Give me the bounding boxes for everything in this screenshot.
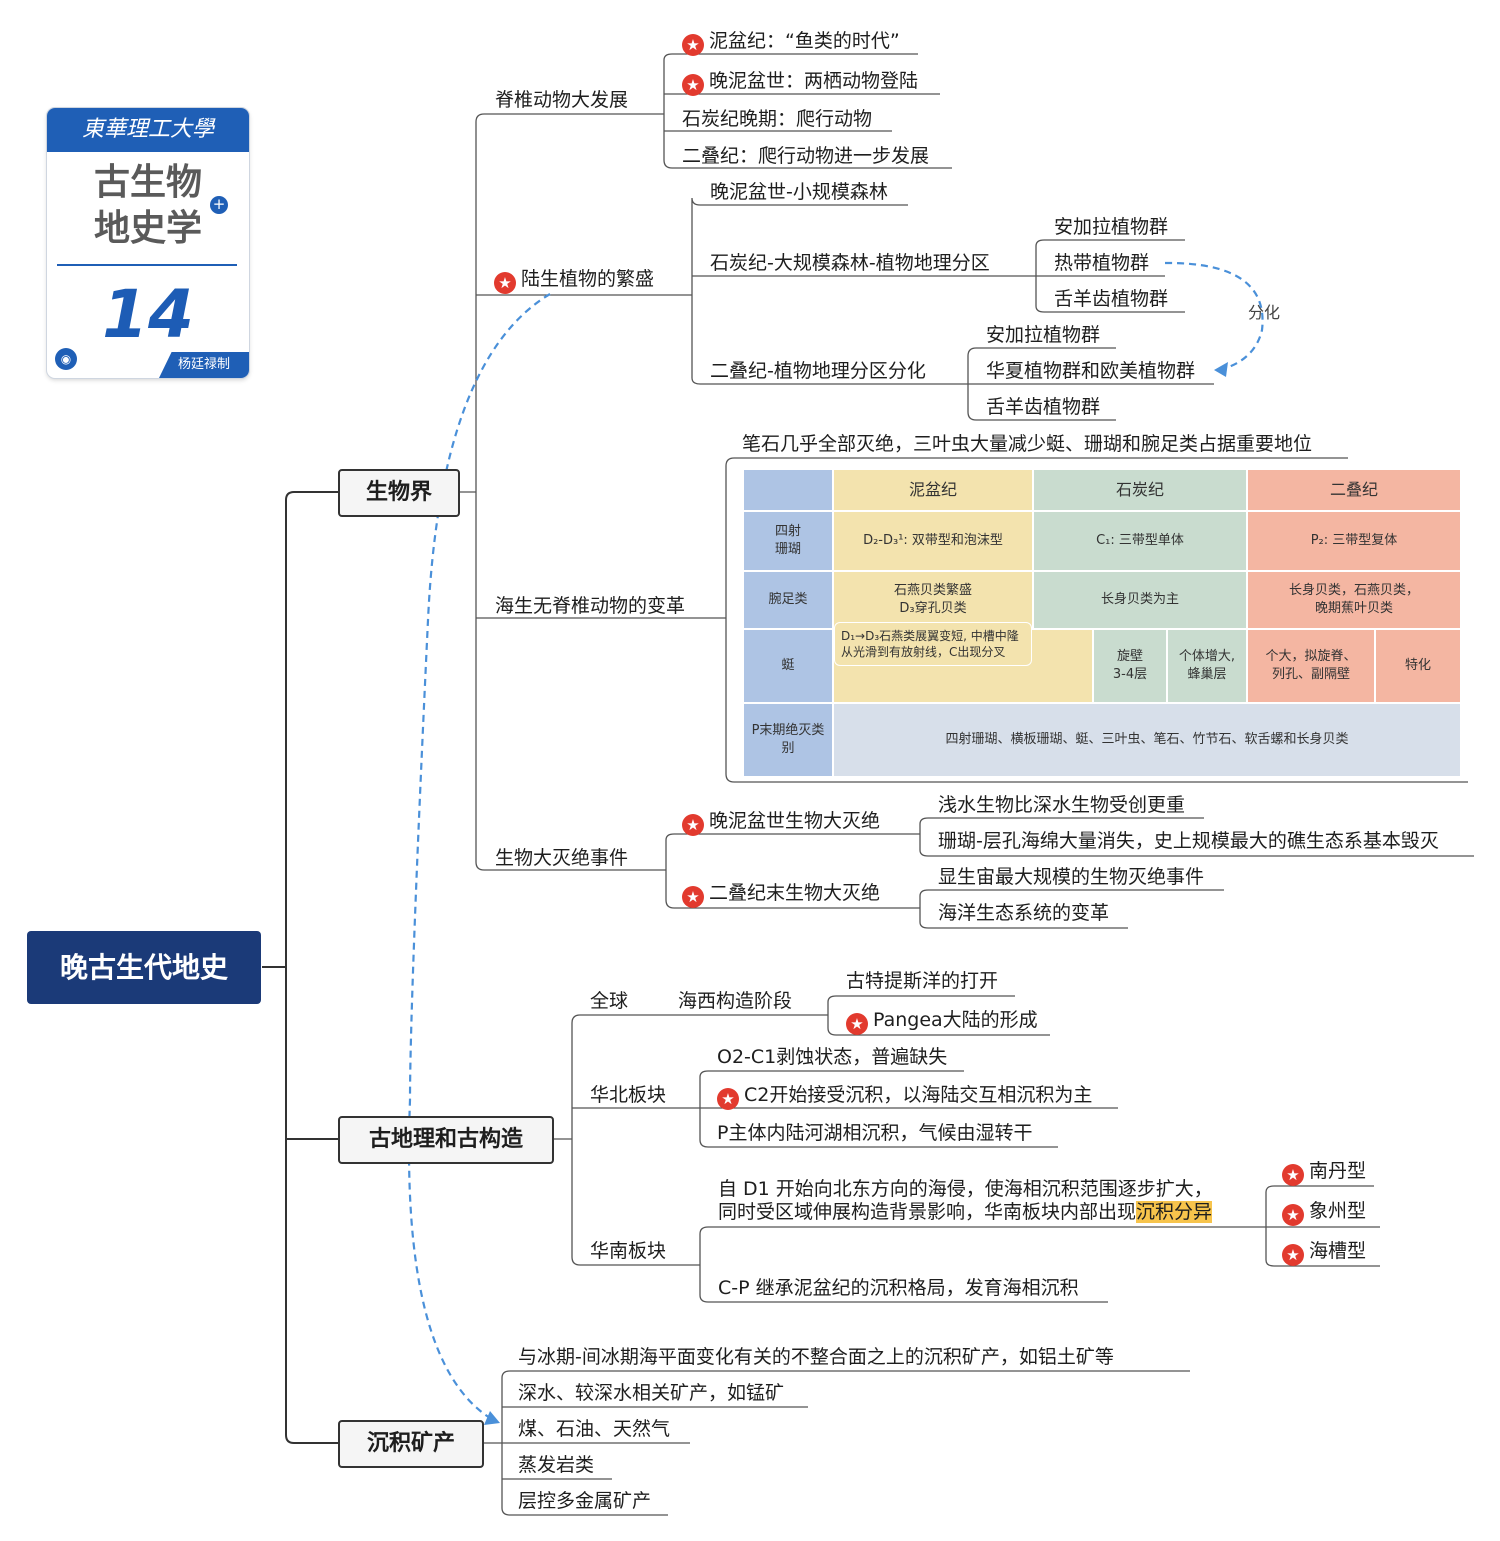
- extinction-devonian-sub-1[interactable]: 浅水生物比深水生物受创更重: [938, 794, 1186, 816]
- highlight-sediment-differentiation: 沉积分异: [1136, 1201, 1213, 1223]
- table-row-label-fusulinid: 蜓: [744, 630, 832, 702]
- extinction-permian[interactable]: ★二叠纪末生物大灭绝: [682, 881, 880, 908]
- star-icon: ★: [682, 74, 704, 96]
- star-icon: ★: [682, 34, 704, 56]
- topic-extinction[interactable]: 生物大灭绝事件: [495, 847, 629, 869]
- star-icon: ★: [846, 1013, 868, 1035]
- fossil-table: 泥盆纪 石炭纪 二叠纪 四射 珊瑚 D₂-D₃¹: 双带型和泡沫型 C₁: 三带…: [740, 468, 1460, 778]
- plus-icon: +: [210, 196, 228, 214]
- node-biology[interactable]: 生物界: [338, 469, 460, 517]
- topic-south-china[interactable]: 华南板块: [590, 1240, 667, 1262]
- plants-item-2-sub-3[interactable]: 舌羊齿植物群: [1054, 288, 1169, 310]
- north-item-1[interactable]: O2-C1剥蚀状态，普遍缺失: [717, 1046, 948, 1068]
- table-row-label-rugosa: 四射 珊瑚: [744, 512, 832, 570]
- table-header-carboniferous: 石炭纪: [1034, 470, 1246, 510]
- table-cell: 四射珊瑚、横板珊瑚、蜓、三叶虫、笔石、竹节石、软舌螺和长身贝类: [834, 704, 1460, 776]
- plants-item-3-sub-3[interactable]: 舌羊齿植物群: [986, 396, 1101, 418]
- university-name: 東華理工大學: [47, 108, 249, 152]
- north-item-3[interactable]: P主体内陆河湖相沉积，气候由湿转干: [717, 1122, 1033, 1144]
- plants-item-1[interactable]: 晚泥盆世-小规模森林: [710, 181, 888, 203]
- table-cell: 长身贝类为主: [1034, 572, 1246, 628]
- star-icon: ★: [717, 1088, 739, 1110]
- star-icon: ★: [1282, 1164, 1304, 1186]
- extinction-devonian[interactable]: ★晚泥盆世生物大灭绝: [682, 809, 880, 836]
- south-type-nandan[interactable]: ★南丹型: [1282, 1159, 1366, 1186]
- mineral-item-4[interactable]: 蒸发岩类: [518, 1454, 595, 1476]
- star-icon: ★: [682, 814, 704, 836]
- table-corner: [744, 470, 832, 510]
- south-text-line-2[interactable]: 同时受区域伸展构造背景影响，华南板块内部出现沉积分异: [718, 1201, 1213, 1223]
- author-label: 杨廷禄制: [159, 352, 249, 378]
- extinction-permian-sub-2[interactable]: 海洋生态系统的变革: [938, 902, 1110, 924]
- star-icon: ★: [682, 886, 704, 908]
- mineral-item-1[interactable]: 与冰期-间冰期海平面变化有关的不整合面之上的沉积矿产，如铝土矿等: [518, 1346, 1114, 1368]
- vert-item-4[interactable]: 二叠纪：爬行动物进一步发展: [682, 145, 930, 167]
- topic-north-china[interactable]: 华北板块: [590, 1084, 667, 1106]
- table-cell: 个大，拟旋脊、 列孔、副隔壁: [1248, 630, 1374, 702]
- root-label: 晚古生代地史: [59, 951, 228, 984]
- chapter-number: 14: [102, 276, 194, 353]
- root-node[interactable]: 晚古生代地史: [27, 931, 261, 1004]
- table-row-label-extinct: P末期绝灭类 别: [744, 704, 832, 776]
- north-item-2[interactable]: ★C2开始接受沉积，以海陆交互相沉积为主: [717, 1083, 1092, 1110]
- cover-card: 東華理工大學 古生物 地史学 + 14 ◉ 杨廷禄制: [47, 108, 249, 378]
- table-cell: D₂-D₃¹: 双带型和泡沫型: [834, 512, 1032, 570]
- cover-title-1: 古生物: [93, 162, 202, 203]
- table-cell: 长身贝类，石燕贝类， 晚期蕉叶贝类: [1248, 572, 1460, 628]
- global-item-1[interactable]: 古特提斯洋的打开: [846, 970, 999, 992]
- extinction-devonian-sub-2[interactable]: 珊瑚-层孔海绵大量消失，史上规模最大的礁生态系基本毁灭: [938, 830, 1439, 852]
- star-icon: ★: [494, 272, 516, 294]
- table-cell: C₁: 三带型单体: [1034, 512, 1246, 570]
- table-cell: 旋壁 3-4层: [1094, 630, 1166, 702]
- mineral-item-2[interactable]: 深水、较深水相关矿产，如锰矿: [518, 1382, 785, 1404]
- table-row-label-brachiopod: 腕足类: [744, 572, 832, 628]
- south-type-trough[interactable]: ★海槽型: [1282, 1239, 1366, 1266]
- marine-note[interactable]: 笔石几乎全部灭绝，三叶虫大量减少蜓、珊瑚和腕足类占据重要地位: [742, 433, 1313, 455]
- table-cell: 个体增大, 蜂巢层: [1168, 630, 1246, 702]
- vert-item-3[interactable]: 石炭纪晚期：爬行动物: [682, 108, 873, 130]
- relation-label: 分化: [1248, 303, 1281, 322]
- mineral-item-5[interactable]: 层控多金属矿产: [518, 1490, 652, 1512]
- node-minerals[interactable]: 沉积矿产: [338, 1420, 484, 1468]
- star-icon: ★: [1282, 1204, 1304, 1226]
- node-paleogeography[interactable]: 古地理和古构造: [338, 1116, 554, 1164]
- south-text-line-1[interactable]: 自 D1 开始向北东方向的海侵，使海相沉积范围逐步扩大，: [718, 1178, 1213, 1200]
- topic-global[interactable]: 全球: [590, 990, 629, 1012]
- star-icon: ★: [1282, 1244, 1304, 1266]
- plants-item-3-sub-1[interactable]: 安加拉植物群: [986, 324, 1101, 346]
- table-header-permian: 二叠纪: [1248, 470, 1460, 510]
- brachiopod-note: D₁→D₃石燕类展翼变短, 中槽中隆 从光滑到有放射线，C出现分叉: [834, 622, 1032, 666]
- extinction-permian-sub-1[interactable]: 显生宙最大规模的生物灭绝事件: [938, 866, 1205, 888]
- plants-item-2[interactable]: 石炭纪-大规模森林-植物地理分区: [710, 252, 990, 274]
- cover-divider: [57, 264, 237, 266]
- global-item-2[interactable]: ★Pangea大陆的形成: [846, 1008, 1038, 1035]
- plants-item-3-sub-2[interactable]: 华夏植物群和欧美植物群: [986, 360, 1196, 382]
- global-stage[interactable]: 海西构造阶段: [678, 990, 793, 1012]
- plants-item-2-sub-2[interactable]: 热带植物群: [1054, 252, 1150, 274]
- vert-item-1[interactable]: ★泥盆纪：“鱼类的时代”: [682, 29, 900, 56]
- table-cell: P₂: 三带型复体: [1248, 512, 1460, 570]
- mineral-item-3[interactable]: 煤、石油、天然气: [518, 1418, 671, 1440]
- plants-item-3[interactable]: 二叠纪-植物地理分区分化: [710, 360, 926, 382]
- plants-item-2-sub-1[interactable]: 安加拉植物群: [1054, 216, 1169, 238]
- south-text-2[interactable]: C-P 继承泥盆纪的沉积格局，发育海相沉积: [718, 1277, 1079, 1299]
- table-cell: 特化: [1376, 630, 1460, 702]
- cover-title-2: 地史学: [93, 208, 202, 249]
- topic-vertebrates[interactable]: 脊椎动物大发展: [495, 89, 629, 111]
- logo-icon: ◉: [55, 348, 77, 370]
- topic-plants[interactable]: ★陆生植物的繁盛: [494, 267, 654, 294]
- table-header-devonian: 泥盆纪: [834, 470, 1032, 510]
- vert-item-2[interactable]: ★晚泥盆世：两栖动物登陆: [682, 69, 918, 96]
- topic-marine[interactable]: 海生无脊椎动物的变革: [495, 595, 686, 617]
- south-type-xiangzhou[interactable]: ★象州型: [1282, 1199, 1366, 1226]
- table-cell: 石燕贝类繁盛 D₃穿孔贝类: [834, 572, 1032, 628]
